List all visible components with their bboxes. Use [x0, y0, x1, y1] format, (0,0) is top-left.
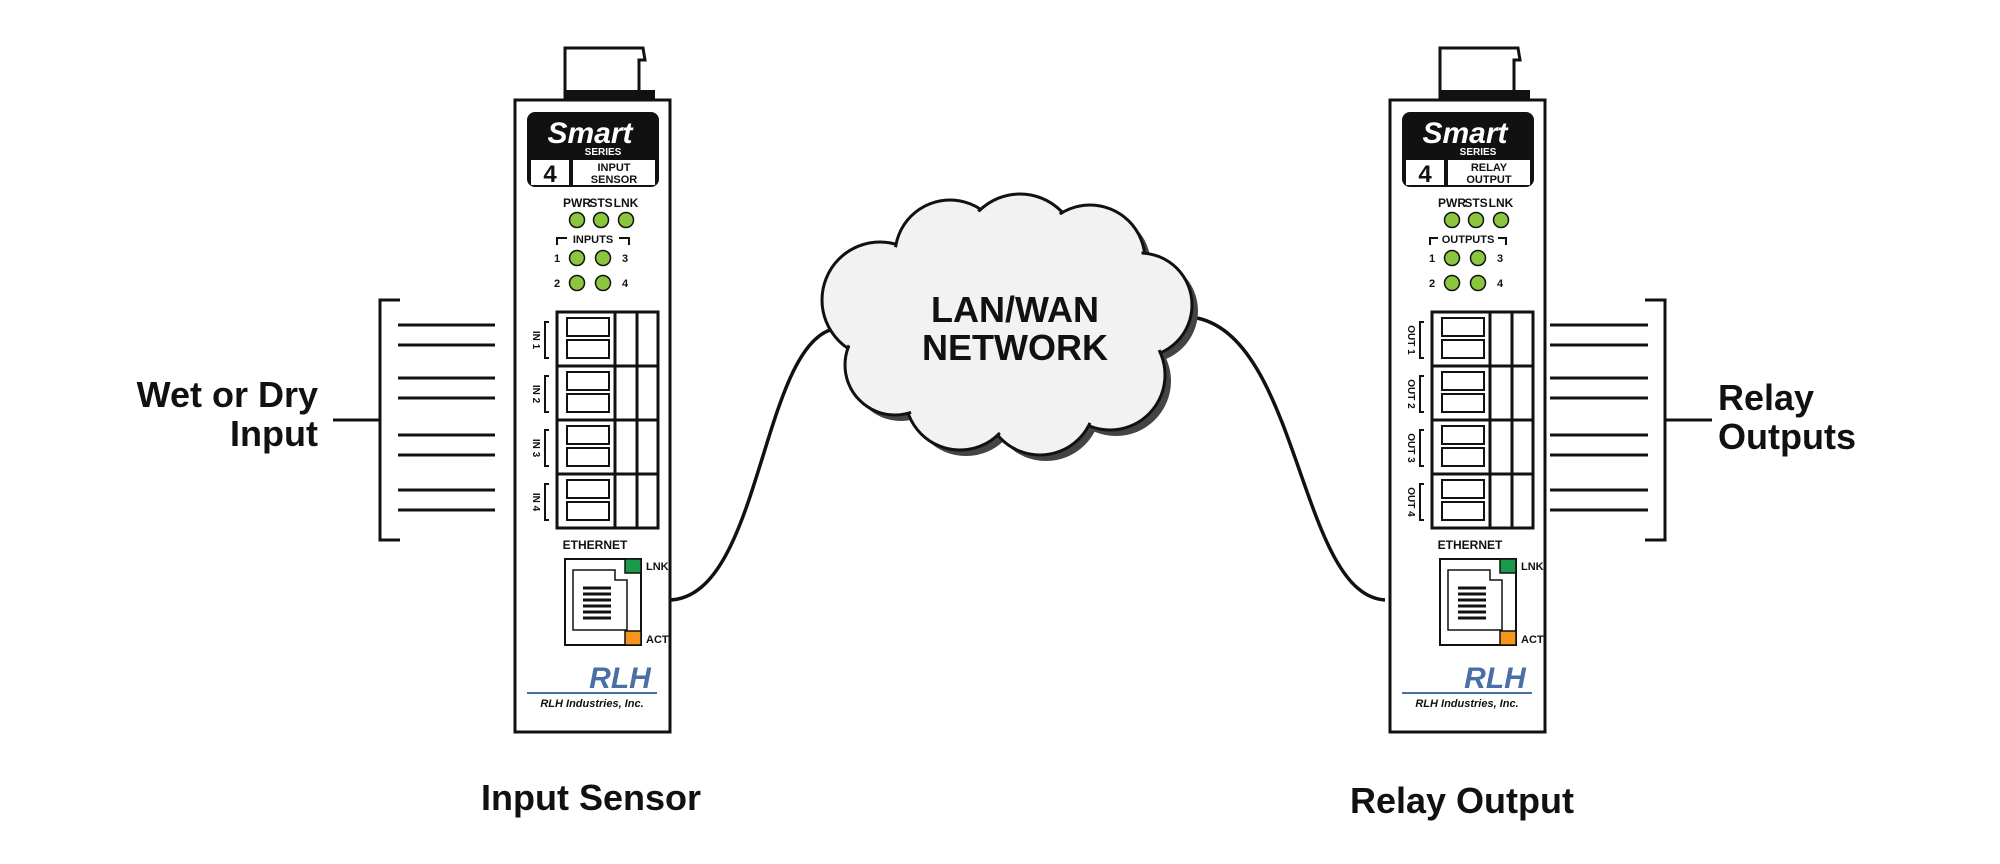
network-label-line1: LAN/WAN [931, 289, 1099, 330]
led-label-pwr: PWR [563, 196, 591, 210]
ethernet-port [564, 558, 642, 646]
ethernet-label: ETHERNET [1438, 538, 1503, 552]
terminal-label: OUT 4 [1405, 487, 1416, 517]
model-line2: SENSOR [591, 174, 638, 186]
channel-led [1443, 249, 1461, 267]
left-label-line1: Wet or Dry [137, 374, 318, 415]
left-input-wiring [333, 298, 495, 542]
sts-led [592, 211, 610, 229]
lnk-status-led [1492, 211, 1510, 229]
left-ethernet-cable [667, 328, 831, 602]
channel-number: 3 [1497, 253, 1503, 265]
group-label: INPUTS [573, 234, 613, 246]
terminal-screws [566, 317, 610, 521]
channel-number: 4 [1497, 278, 1504, 290]
company-name: RLH Industries, Inc. [1415, 698, 1518, 710]
led-label-sts: STS [589, 196, 612, 210]
ethernet-label: ETHERNET [563, 538, 628, 552]
brand-logo: Smart [547, 117, 634, 150]
ethernet-act-led [1499, 630, 1517, 646]
channel-led [594, 249, 612, 267]
channel-number: 3 [622, 253, 628, 265]
right-label-line2: Outputs [1718, 416, 1856, 457]
terminal-label: OUT 3 [1405, 433, 1416, 463]
ethernet-lnk-led [624, 558, 642, 574]
terminal-label: IN 2 [530, 385, 541, 404]
relay-output-caption: Relay Output [1350, 780, 1574, 821]
terminal-label: IN 4 [530, 493, 541, 512]
channel-led [594, 274, 612, 292]
brand-series: SERIES [585, 147, 622, 158]
rlh-logo: RLH [589, 662, 652, 695]
pwr-led [568, 211, 586, 229]
channel-led [568, 249, 586, 267]
right-output-wiring [1550, 298, 1712, 542]
channel-count: 4 [1418, 161, 1432, 188]
brand-logo: Smart [1422, 117, 1509, 150]
terminal-label: OUT 1 [1405, 325, 1416, 355]
led-label-pwr: PWR [1438, 196, 1466, 210]
channel-number: 2 [1429, 278, 1435, 290]
channel-count: 4 [543, 161, 557, 188]
input-sensor-device: Smart SERIES 4 INPUT SENSOR PWR STS LNK … [513, 46, 672, 734]
channel-number: 1 [1429, 253, 1435, 265]
right-label-line1: Relay [1718, 377, 1814, 418]
terminal-label: OUT 2 [1405, 379, 1416, 409]
brand-series: SERIES [1460, 147, 1497, 158]
terminal-screws [1441, 317, 1485, 521]
led-label-lnk: LNK [614, 196, 639, 210]
act-label: ACT [1521, 634, 1544, 646]
channel-number: 1 [554, 253, 560, 265]
left-label-line2: Input [230, 413, 318, 454]
right-ethernet-cable [1196, 316, 1386, 602]
channel-led [568, 274, 586, 292]
model-line2: OUTPUT [1466, 174, 1512, 186]
model-line1: RELAY [1471, 162, 1508, 174]
sts-led [1467, 211, 1485, 229]
ethernet-port [1439, 558, 1517, 646]
terminal-label: IN 1 [530, 331, 541, 350]
input-sensor-caption: Input Sensor [481, 777, 701, 818]
lnk-status-led [617, 211, 635, 229]
relay-output-device: Smart SERIES 4 RELAY OUTPUT PWR STS LNK … [1388, 46, 1547, 734]
channel-led [1469, 274, 1487, 292]
model-line1: INPUT [598, 162, 631, 174]
ethernet-lnk-led [1499, 558, 1517, 574]
led-label-lnk: LNK [1489, 196, 1514, 210]
company-name: RLH Industries, Inc. [540, 698, 643, 710]
channel-number: 2 [554, 278, 560, 290]
terminal-label: IN 3 [530, 439, 541, 458]
led-label-sts: STS [1464, 196, 1487, 210]
act-label: ACT [646, 634, 669, 646]
ethernet-act-led [624, 630, 642, 646]
network-label-line2: NETWORK [922, 327, 1108, 368]
lnk-label: LNK [1521, 561, 1544, 573]
network-cloud [820, 192, 1198, 461]
channel-led [1469, 249, 1487, 267]
lnk-label: LNK [646, 561, 669, 573]
channel-led [1443, 274, 1461, 292]
channel-number: 4 [622, 278, 629, 290]
group-label: OUTPUTS [1442, 234, 1495, 246]
pwr-led [1443, 211, 1461, 229]
rlh-logo: RLH [1464, 662, 1527, 695]
